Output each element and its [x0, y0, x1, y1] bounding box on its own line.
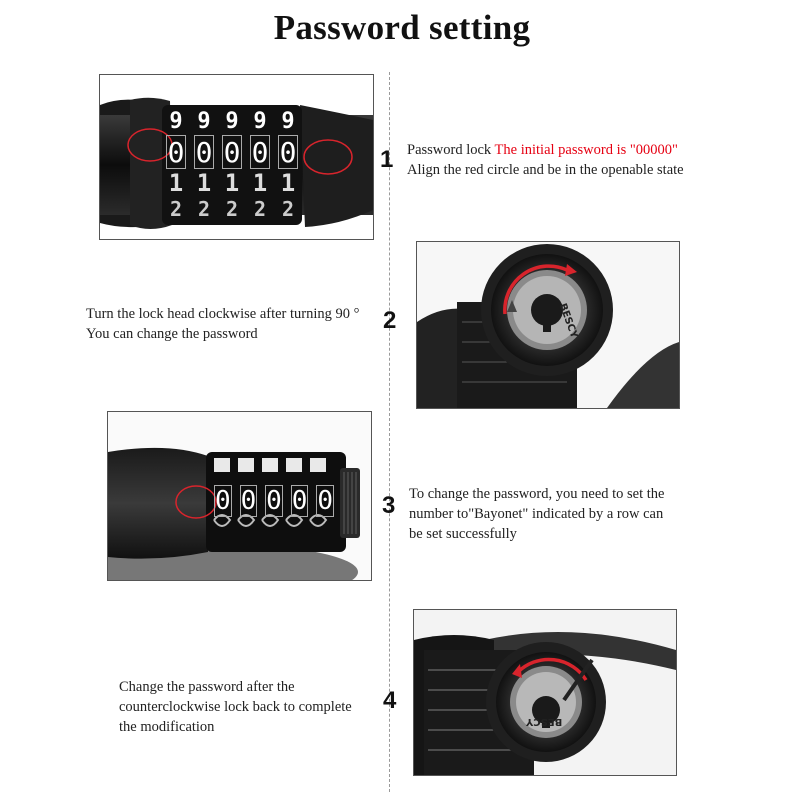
step4-brand-label: BESCY: [526, 716, 563, 727]
dial-digit: 9: [253, 109, 267, 134]
center-divider: [389, 72, 390, 792]
step1-line2: Align the red circle and be in the opena…: [407, 162, 684, 178]
step4-line2: counterclockwise lock back to complete: [119, 699, 352, 715]
dial-digit: 9: [197, 109, 211, 134]
dial-digit: 0: [316, 485, 334, 517]
step3-photo: 0 0 0 0 0: [107, 411, 372, 581]
step2-text: Turn the lock head clockwise after turni…: [86, 304, 359, 344]
dial-digit: 1: [196, 169, 212, 197]
page-title: Password setting: [273, 8, 531, 47]
step3-line1: To change the password, you need to set …: [409, 486, 665, 502]
dial-digit: 0: [265, 485, 283, 517]
dial-digit: 0: [165, 135, 187, 169]
step3-line3: be set successfully: [409, 526, 517, 542]
step2-line2: You can change the password: [86, 326, 258, 342]
dial-digit: 9: [281, 109, 295, 134]
dial-digit: 1: [224, 169, 240, 197]
dial-digit: 0: [193, 135, 215, 169]
step1-text: Password lock The initial password is "0…: [407, 140, 684, 180]
step3-number: 3: [382, 492, 396, 519]
dial-digit: 0: [239, 485, 258, 517]
dial-digit: 0: [214, 485, 232, 517]
dial-digit: 2: [281, 197, 295, 221]
step2-photo: BESCY: [416, 241, 680, 409]
dial-digit: 2: [253, 197, 267, 221]
dial-digit: 1: [252, 169, 268, 197]
dial-digit: 1: [168, 169, 184, 197]
step3-dial-row: 0 0 0 0 0: [214, 485, 334, 517]
step4-line3: the modification: [119, 719, 215, 735]
dial-digit: 9: [169, 109, 183, 134]
dial-digit: 2: [169, 197, 183, 221]
step2-number: 2: [383, 307, 397, 334]
step3-text: To change the password, you need to set …: [409, 484, 665, 544]
dial-digit: 0: [221, 135, 243, 169]
step1-line1-prefix: Password lock: [407, 142, 495, 158]
dial-digit: 2: [225, 197, 239, 221]
step1-dial-digits: 9 9 9 9 9 0 0 0 0 0 1 1 1 1 1 2 2 2 2 2: [162, 109, 302, 221]
step4-photo: BESCY: [413, 609, 677, 776]
dial-digit: 0: [249, 135, 271, 169]
step3-line2: number to"Bayonet" indicated by a row ca…: [409, 506, 664, 522]
step2-line1: Turn the lock head clockwise after turni…: [86, 306, 360, 322]
dial-digit: 9: [225, 109, 239, 134]
dial-digit: 0: [277, 135, 299, 169]
step4-line1: Change the password after the: [119, 679, 295, 695]
dial-digit: 0: [290, 485, 309, 517]
step1-initial-password: The initial password is "00000": [494, 142, 678, 158]
step1-photo: 9 9 9 9 9 0 0 0 0 0 1 1 1 1 1 2 2 2 2 2: [99, 74, 374, 240]
step4-number: 4: [383, 687, 397, 714]
step1-number: 1: [380, 146, 394, 173]
step4-text: Change the password after the counterclo…: [119, 677, 352, 737]
dial-digit: 1: [280, 169, 296, 197]
dial-digit: 2: [197, 197, 211, 221]
